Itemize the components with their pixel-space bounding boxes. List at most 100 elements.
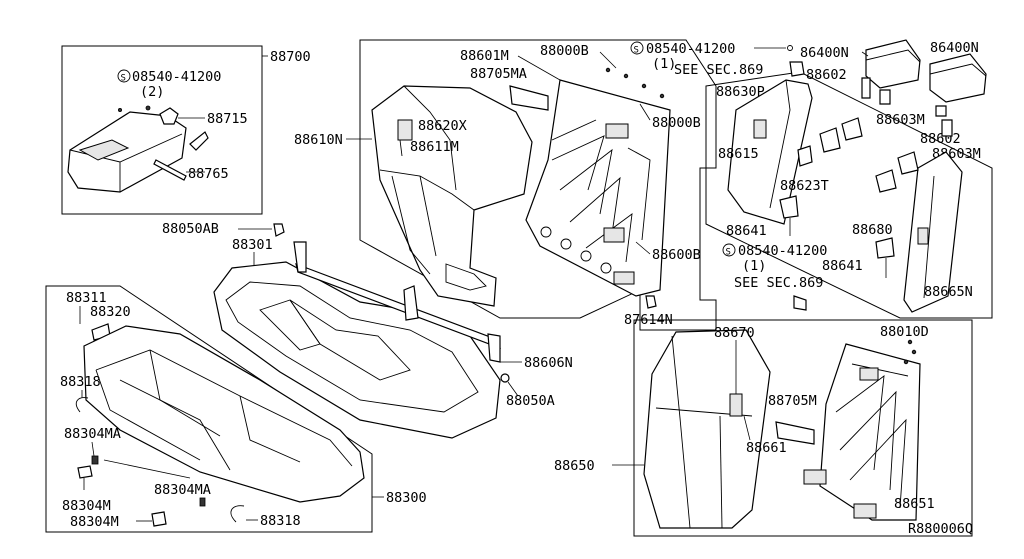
ref-code: R880006Q — [908, 521, 973, 537]
label-88670: 88670 — [714, 325, 755, 341]
armrest-box-frame — [61, 45, 263, 215]
back-bottom-right-box-frame — [633, 319, 973, 537]
back-panel-88620x — [397, 119, 413, 141]
label-88010d: 88010D — [880, 324, 929, 340]
label-screw-top-right-qty: (1) — [652, 56, 676, 72]
label-screw-mid-right-qty: (1) — [742, 258, 766, 274]
bolt-dot-6 — [911, 349, 917, 355]
frame-651-plate-bottom — [803, 469, 827, 485]
frame-651-plate — [859, 367, 879, 381]
label-88304m-1: 88304M — [62, 498, 111, 514]
armrest-cup-recess — [78, 139, 130, 161]
label-88680: 88680 — [852, 222, 893, 238]
frame-plate-top — [605, 123, 629, 139]
label-88603m-1: 88603M — [876, 112, 925, 128]
striker-88641-2 — [875, 237, 895, 259]
cushion-frame-part — [213, 261, 501, 439]
label-88318-left: 88318 — [60, 374, 101, 390]
screw-dot-1 — [145, 105, 151, 111]
back-left-box-frame — [359, 39, 717, 331]
label-88320: 88320 — [90, 304, 131, 320]
bolt-88050a — [500, 373, 510, 383]
label-88304m-2: 88304M — [70, 514, 119, 530]
frame-88651 — [819, 343, 921, 521]
headrest-post — [861, 77, 871, 99]
bolt-dot-3 — [641, 83, 647, 89]
bolt-dot-7 — [903, 359, 909, 365]
headrest-2 — [929, 53, 987, 103]
screw-dot-2 — [118, 108, 123, 113]
bolt-dot-5 — [907, 339, 913, 345]
back-trim-right-part — [727, 79, 813, 225]
armrest-bracket-part — [189, 131, 209, 151]
cushion-group: 88050AB 88301 88606N 88050A 88311 88320 — [45, 221, 573, 533]
back-frame-left-part — [525, 79, 671, 297]
clip-88304m-2 — [151, 511, 167, 527]
label-88610n: 88610N — [294, 132, 343, 148]
label-88000b-mid: 88000B — [652, 115, 701, 131]
holder-88603m-1 — [879, 89, 891, 105]
label-88641-2: 88641 — [822, 258, 863, 274]
label-86400n-1: 86400N — [800, 45, 849, 61]
label-88665n: 88665N — [924, 284, 973, 300]
cushion-bracket-right — [487, 333, 501, 363]
back-side-trim — [903, 151, 963, 313]
latch-88705m — [775, 421, 815, 445]
frame-plate-mid — [603, 227, 625, 243]
label-86400n-2: 86400N — [930, 40, 979, 56]
screw-symbol-letter: S — [121, 74, 126, 84]
label-88606n: 88606N — [524, 355, 573, 371]
label-88651: 88651 — [894, 496, 935, 512]
label-88650: 88650 — [554, 458, 595, 474]
hinge-part-2 — [841, 117, 863, 141]
back-bottom-right-group: 88650 88670 88661 88651 88010D 88705M — [554, 319, 973, 537]
bolt-dot-1 — [605, 67, 611, 73]
armrest-rod-part — [153, 159, 187, 181]
screw-symbol-s — [117, 69, 131, 83]
guide-88602-1 — [789, 61, 805, 77]
label-88601m: 88601M — [460, 48, 509, 64]
label-armrest-screw-qty: (2) — [140, 84, 164, 100]
lock-88615 — [753, 119, 767, 139]
bolt-dot-4 — [659, 93, 665, 99]
hook-88318-left — [75, 397, 89, 413]
screw-symbol-letter-mid: S — [726, 248, 731, 258]
label-88300: 88300 — [386, 490, 427, 506]
label-armrest-screw: 08540-41200 — [132, 69, 221, 85]
frame-651-plate-bottom-2 — [853, 503, 877, 519]
clip-88304ma-bottom — [199, 497, 206, 507]
label-88611m: 88611M — [410, 139, 459, 155]
clip-87614n — [645, 295, 657, 309]
label-88318-bottom: 88318 — [260, 513, 301, 529]
hinge-part-4 — [897, 151, 919, 175]
label-88661: 88661 — [746, 440, 787, 456]
screw-symbol-s-top — [630, 41, 644, 55]
label-screw-top-right: 08540-41200 — [646, 41, 735, 57]
frame-plate-bottom — [613, 271, 635, 285]
armrest-body — [67, 111, 187, 193]
latch-88705ma — [509, 85, 549, 111]
label-88705ma: 88705MA — [470, 66, 527, 82]
cup-holder-part — [159, 107, 179, 125]
guide-88602-2 — [935, 105, 947, 117]
hinge-88623t — [797, 145, 813, 167]
back-left-group: 88610N 88620X 88611M 88705MA 88601M 8800… — [294, 39, 717, 331]
holder-88603m-2 — [941, 119, 953, 137]
cushion-box-frame — [45, 285, 373, 533]
label-88050ab: 88050AB — [162, 221, 219, 237]
clip-88304m-1 — [77, 465, 93, 479]
armrest-group: 88700 S 08540-41200 (2) 88715 88765 — [61, 45, 311, 215]
label-88600b: 88600B — [652, 247, 701, 263]
latch-88680 — [917, 227, 929, 245]
label-see-sec-mid: SEE SEC.869 — [734, 275, 823, 291]
hook-88318-bottom — [230, 505, 245, 523]
label-88602-1: 88602 — [806, 67, 847, 83]
label-88715: 88715 — [207, 111, 248, 127]
label-88630p: 88630P — [716, 84, 765, 100]
cushion-bracket-left — [293, 241, 307, 273]
clip-88304ma-left — [91, 455, 99, 465]
label-88602-2: 88602 — [920, 131, 961, 147]
panel-88670 — [729, 393, 743, 417]
label-88615: 88615 — [718, 146, 759, 162]
hinge-part-3 — [875, 169, 897, 193]
